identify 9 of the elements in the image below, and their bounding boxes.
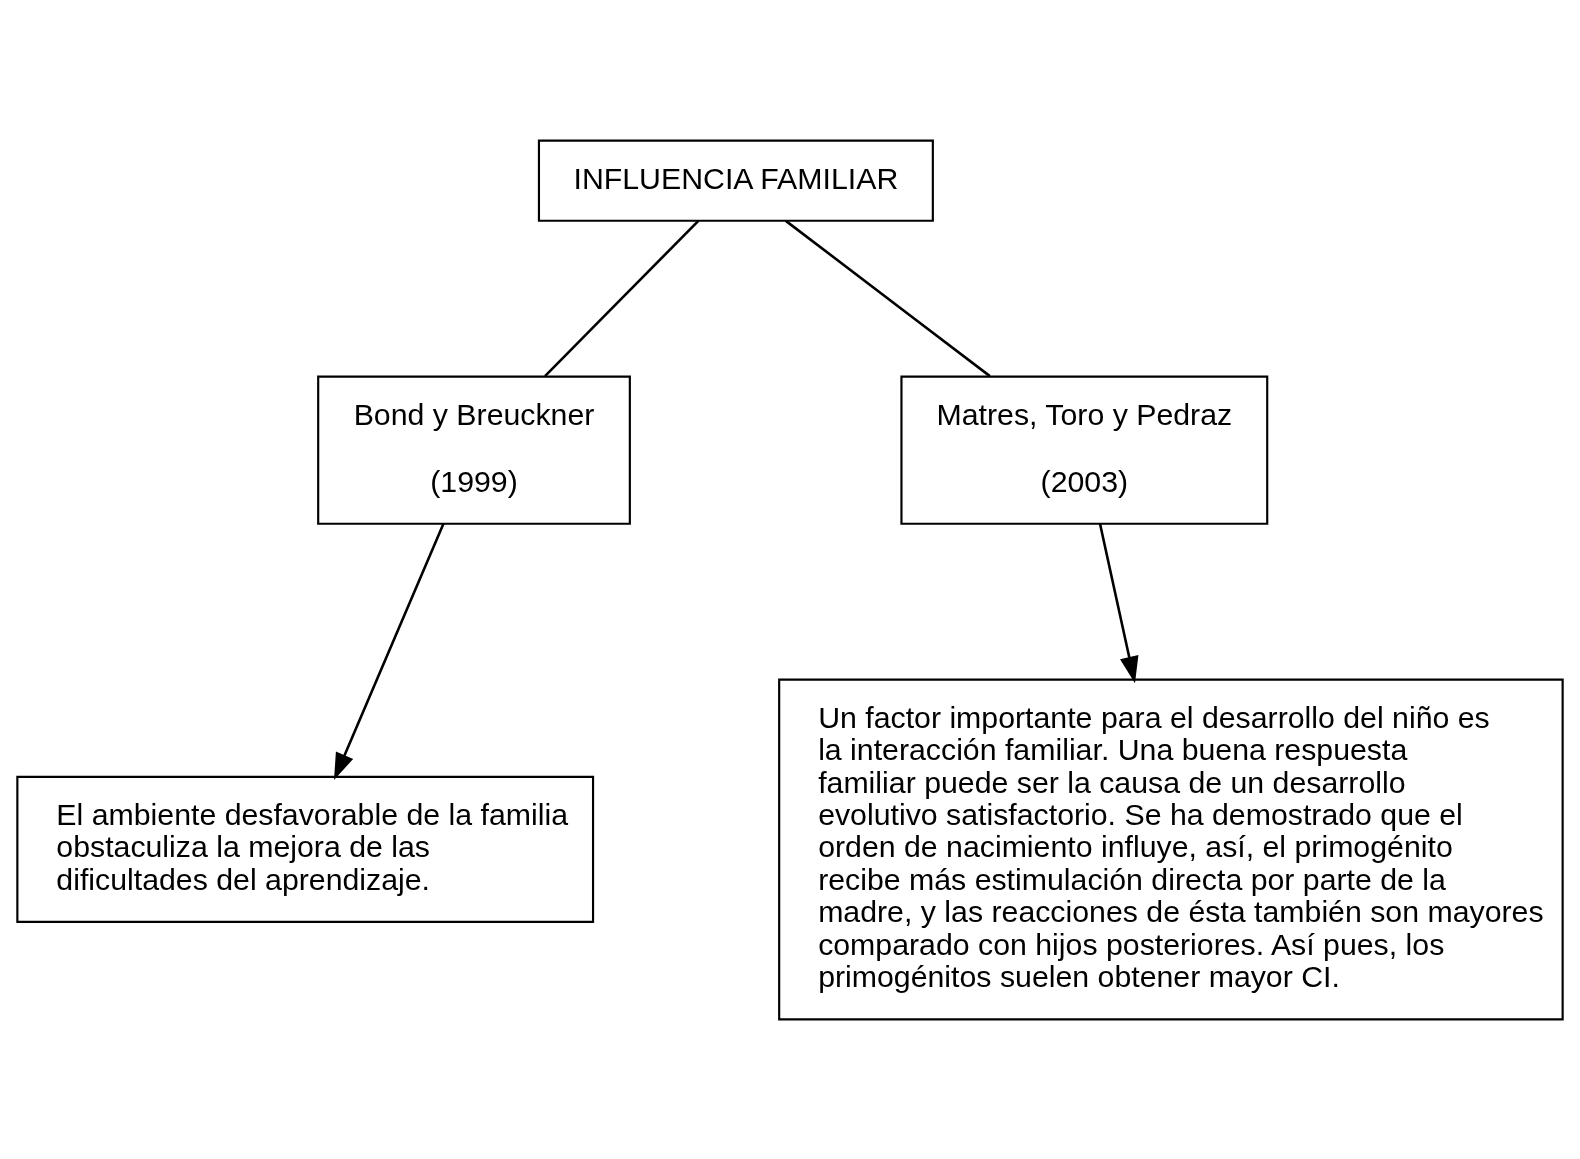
node-box: El ambiente desfavorable de la familia obstaculiza la mejora de las dificultades del aprendizaje. — [16, 775, 595, 923]
arrow — [334, 522, 445, 780]
node-box: Bond y Breuckner (1999) — [317, 375, 631, 525]
arrow — [1098, 523, 1139, 683]
connector — [785, 219, 991, 377]
node-box: INFLUENCIA FAMILIAR — [537, 139, 934, 222]
node-box: Matres, Toro y Pedraz (2003) — [900, 375, 1269, 525]
node-box: Un factor importante para el desarrollo del niño es la interacción familiar. Una buena respuesta familiar puede ser la causa de un desarrollo evolutivo satisfactorio. Se ha demostrado que el orden de nacimiento influye, así, el primogénito recibe más estimulación directa por parte de la madre, y las reacciones de ésta también son mayores comparado con hijos posteriores. Así pues, los primogénitos suelen obtener mayor CI. — [778, 677, 1564, 1020]
connector — [544, 219, 700, 377]
